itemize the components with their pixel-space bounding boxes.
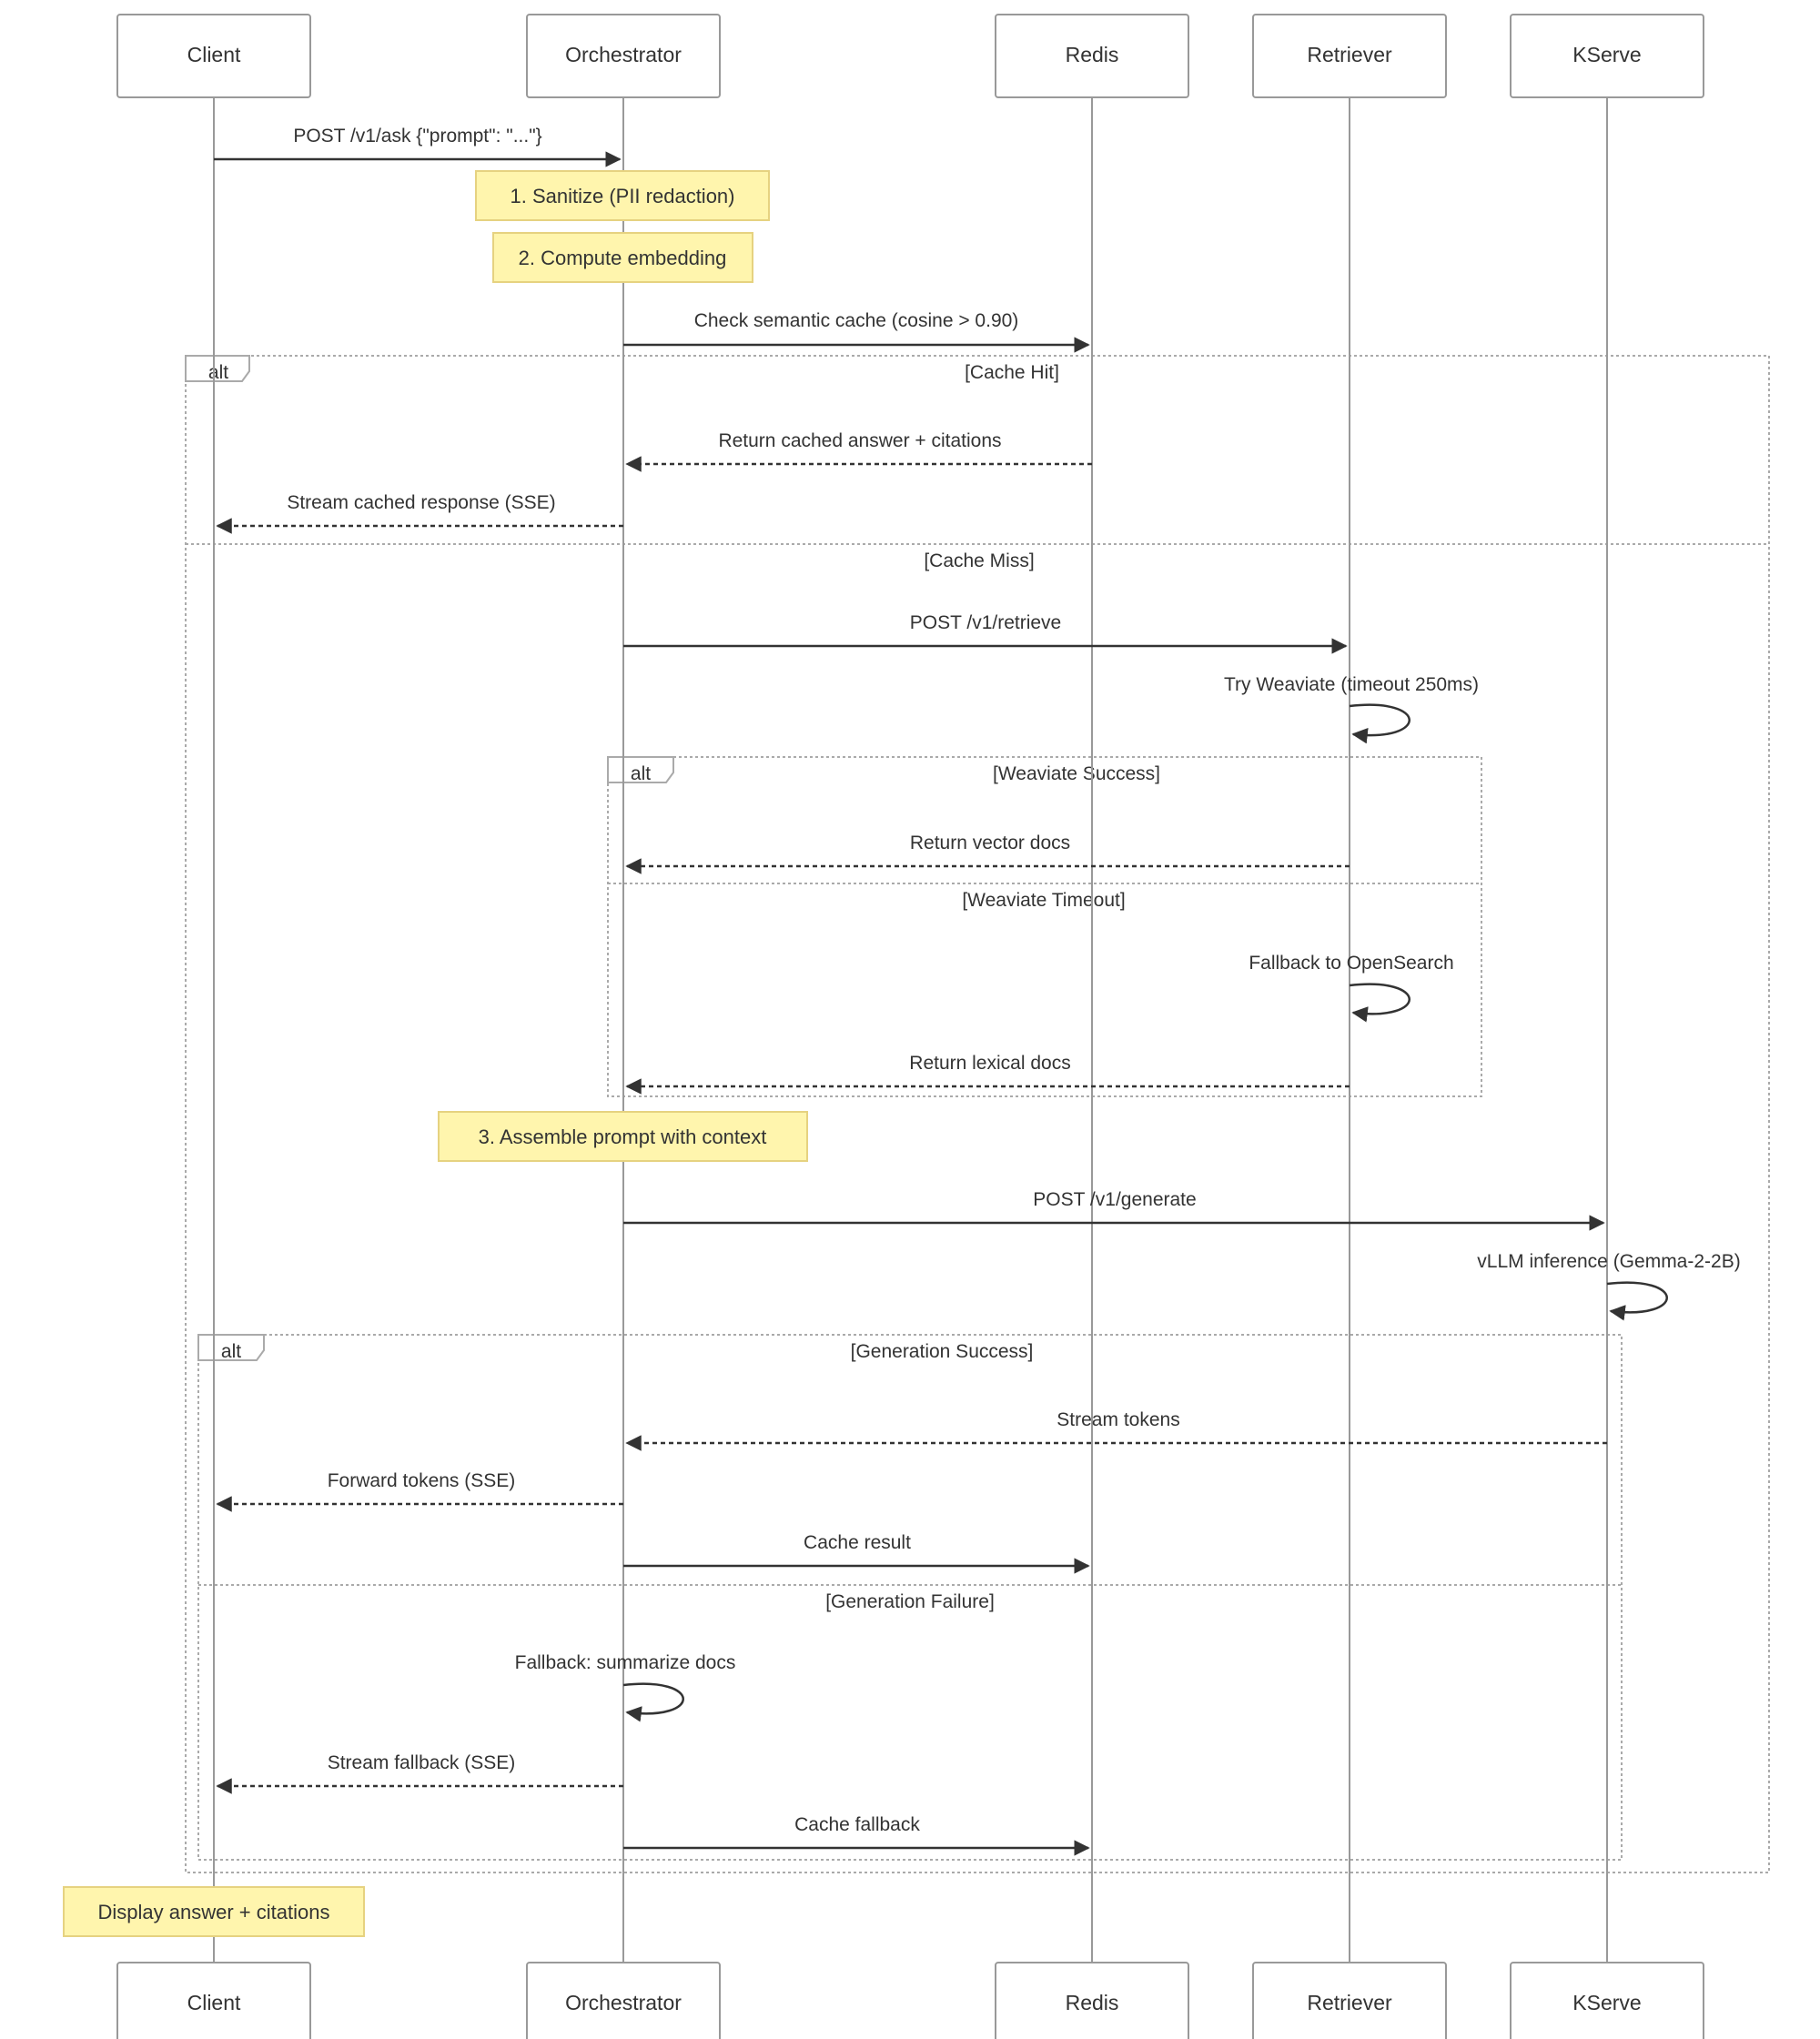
message-label: Return vector docs [910, 833, 1070, 853]
note-embedding: 2. Compute embedding [492, 232, 753, 283]
participant-retriever[interactable]: Retriever [1252, 14, 1447, 98]
participant-label: Client [187, 43, 241, 66]
message-summarize: Fallback: summarize docs [515, 1652, 736, 1722]
participant-orchestrator[interactable]: Orchestrator [526, 14, 721, 98]
participant-label: Client [187, 1991, 241, 2014]
note-assemble: 3. Assemble prompt with context [438, 1111, 808, 1162]
message-label: Forward tokens (SSE) [328, 1470, 516, 1491]
message-label: Cache result [804, 1532, 911, 1553]
participant-label: Orchestrator [565, 1991, 682, 2014]
condition-cache-miss: [Cache Miss] [924, 550, 1034, 571]
participant-orchestrator-bottom[interactable]: Orchestrator [526, 1962, 721, 2039]
message-label: Return lexical docs [909, 1053, 1070, 1074]
messages: POST /v1/ask {"prompt": "..."} Check sem… [214, 126, 1741, 1856]
message-label: Stream fallback (SSE) [328, 1752, 516, 1773]
message-lexical-docs: Return lexical docs [625, 1053, 1350, 1095]
participant-client[interactable]: Client [116, 14, 311, 98]
message-forward-tokens: Forward tokens (SSE) [216, 1470, 623, 1512]
participant-label: KServe [1572, 1991, 1641, 2014]
message-label: Fallback: summarize docs [515, 1652, 736, 1673]
condition-weaviate-timeout: [Weaviate Timeout] [962, 890, 1125, 911]
participant-redis[interactable]: Redis [995, 14, 1189, 98]
lifelines [213, 97, 1608, 1963]
condition-generation-failure: [Generation Failure] [825, 1591, 995, 1612]
message-try-weaviate: Try Weaviate (timeout 250ms) [1224, 674, 1479, 744]
participant-label: KServe [1572, 43, 1641, 66]
alt-fragment-generation: alt [Generation Success] [Generation Fai… [197, 1334, 1623, 1861]
message-generate: POST /v1/generate [623, 1189, 1605, 1231]
message-cache-result: Cache result [623, 1532, 1090, 1574]
participant-label: Retriever [1307, 43, 1392, 66]
participants-bottom: Client Orchestrator Redis Retriever KSer… [116, 1962, 1704, 2039]
alt-fragment-cache: alt [Cache Hit] [Cache Miss] [185, 355, 1770, 1873]
participant-retriever-bottom[interactable]: Retriever [1252, 1962, 1447, 2039]
participant-label: Redis [1066, 43, 1119, 66]
message-ask: POST /v1/ask {"prompt": "..."} [214, 126, 622, 167]
self-message-arrow [1606, 1281, 1668, 1321]
alt-fragment-weaviate: alt [Weaviate Success] [Weaviate Timeout… [607, 756, 1482, 1097]
alt-label: alt [631, 763, 651, 784]
participant-client-bottom[interactable]: Client [116, 1962, 311, 2039]
message-stream-cached: Stream cached response (SSE) [216, 492, 623, 534]
message-label: Fallback to OpenSearch [1249, 953, 1453, 974]
self-message-arrow [1349, 983, 1410, 1023]
message-label: Stream tokens [1057, 1409, 1179, 1430]
note-text: 2. Compute embedding [519, 247, 727, 269]
message-label: Return cached answer + citations [718, 430, 1001, 451]
participant-label: Retriever [1307, 1991, 1392, 2014]
message-cache-fallback: Cache fallback [623, 1814, 1090, 1856]
message-stream-fallback: Stream fallback (SSE) [216, 1752, 623, 1794]
note-sanitize: 1. Sanitize (PII redaction) [475, 170, 770, 221]
note-text: Display answer + citations [98, 1901, 330, 1923]
participant-redis-bottom[interactable]: Redis [995, 1962, 1189, 2039]
message-stream-tokens: Stream tokens [625, 1409, 1607, 1451]
participant-label: Redis [1066, 1991, 1119, 2014]
message-label: Cache fallback [794, 1814, 920, 1835]
condition-weaviate-success: [Weaviate Success] [993, 763, 1160, 784]
participant-kserve-bottom[interactable]: KServe [1510, 1962, 1704, 2039]
message-fallback-opensearch: Fallback to OpenSearch [1249, 953, 1454, 1023]
participant-label: Orchestrator [565, 43, 682, 66]
message-retrieve: POST /v1/retrieve [623, 612, 1348, 654]
self-message-arrow [622, 1682, 684, 1722]
message-label: POST /v1/ask {"prompt": "..."} [293, 126, 541, 146]
note-text: 3. Assemble prompt with context [479, 1125, 767, 1148]
message-label: Try Weaviate (timeout 250ms) [1224, 674, 1479, 695]
alt-label: alt [221, 1341, 241, 1362]
message-return-cached: Return cached answer + citations [625, 430, 1092, 472]
participants-top: Client Orchestrator Redis Retriever KSer… [116, 14, 1704, 98]
condition-cache-hit: [Cache Hit] [965, 362, 1059, 383]
self-message-arrow [1349, 703, 1410, 744]
note-display: Display answer + citations [63, 1886, 365, 1937]
message-label: Check semantic cache (cosine > 0.90) [694, 310, 1019, 331]
message-label: POST /v1/retrieve [910, 612, 1062, 633]
message-vector-docs: Return vector docs [625, 833, 1350, 874]
condition-generation-success: [Generation Success] [851, 1341, 1034, 1362]
message-check-cache: Check semantic cache (cosine > 0.90) [623, 310, 1090, 353]
message-label: POST /v1/generate [1033, 1189, 1196, 1210]
message-label: vLLM inference (Gemma-2-2B) [1477, 1251, 1740, 1272]
message-label: Stream cached response (SSE) [287, 492, 555, 513]
alt-label: alt [208, 362, 228, 383]
participant-kserve[interactable]: KServe [1510, 14, 1704, 98]
message-vllm: vLLM inference (Gemma-2-2B) [1477, 1251, 1741, 1321]
note-text: 1. Sanitize (PII redaction) [510, 185, 734, 207]
